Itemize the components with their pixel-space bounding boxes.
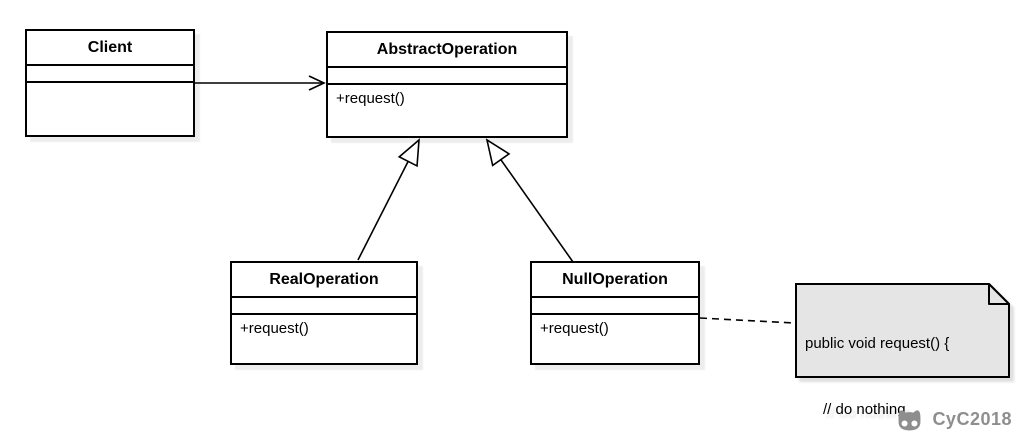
note-folded-corner-icon — [988, 283, 1010, 305]
class-box-real-operation: RealOperation +request() — [230, 261, 418, 365]
class-method-null-operation: +request() — [532, 313, 698, 363]
class-name-real-operation: RealOperation — [269, 270, 379, 288]
watermark: CyC2018 — [894, 403, 1012, 435]
generalization-realoperation-abstractoperation — [357, 138, 420, 261]
uml-note: public void request() { // do nothing } — [795, 283, 1010, 418]
class-attributes-client — [27, 64, 193, 81]
note-link-nulloperation — [699, 317, 795, 324]
class-attributes-real-operation — [232, 296, 416, 313]
class-method-abstract-operation: +request() — [328, 83, 566, 136]
note-line-2: // do nothing — [823, 401, 906, 418]
class-methods-client — [27, 81, 193, 135]
note-line-1: public void request() { — [805, 335, 950, 352]
class-box-null-operation: NullOperation +request() — [530, 261, 700, 365]
note-text: public void request() { // do nothing } — [805, 289, 949, 441]
class-method-real-operation: +request() — [232, 313, 416, 363]
class-box-client: Client — [25, 29, 195, 137]
class-name-abstract-operation: AbstractOperation — [376, 40, 518, 58]
class-box-abstract-operation: AbstractOperation +request() — [326, 31, 568, 138]
generalization-nulloperation-abstractoperation — [485, 138, 574, 263]
note-shape — [795, 283, 1010, 378]
watermark-text: CyC2018 — [932, 408, 1012, 429]
class-attributes-abstract-operation — [328, 66, 566, 83]
cat-logo-icon — [898, 409, 921, 430]
class-attributes-null-operation — [532, 296, 698, 313]
class-name-client: Client — [87, 38, 133, 56]
class-name-null-operation: NullOperation — [562, 270, 668, 288]
